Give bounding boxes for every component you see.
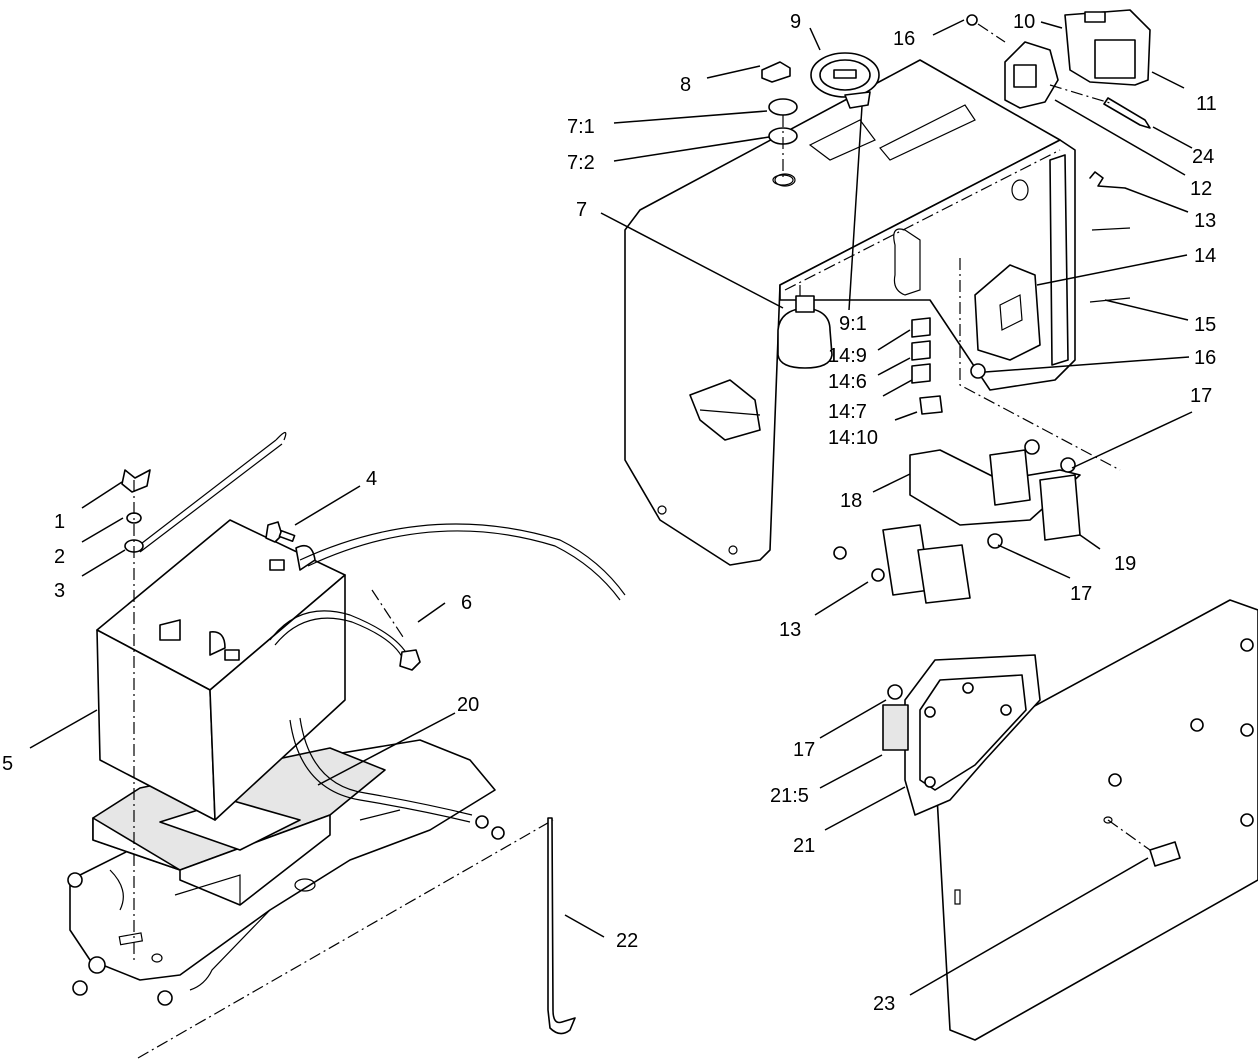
callout-17-middle: 17: [1070, 583, 1092, 605]
callout-8: 8: [680, 74, 691, 96]
battery-cables: [269, 523, 626, 823]
battery-hold-down-rod: [132, 431, 287, 553]
switch-and-bracket-top: [966, 9, 1151, 129]
callout-3: 3: [54, 580, 65, 602]
callout-10: 10: [1013, 11, 1035, 33]
callout-21-5: 21:5: [770, 785, 809, 807]
callout-23: 23: [873, 993, 895, 1015]
controller-module: [882, 654, 1041, 816]
callout-9: 9: [790, 11, 801, 33]
callout-7: 7: [576, 199, 587, 221]
relay-mount-and-fuses: [911, 171, 1131, 415]
ground-rod: [547, 817, 576, 1035]
callout-14-7: 14:7: [828, 401, 867, 423]
callout-21: 21: [793, 835, 815, 857]
callout-15: 15: [1194, 314, 1216, 336]
callout-labels: 1 2 3 4 5 6 7 7:1 7:2 8 9 9:1 10 11 12 1…: [2, 11, 1217, 1015]
callout-1: 1: [54, 511, 65, 533]
relay-bracket-assembly: [833, 439, 1081, 604]
callout-16-right: 16: [1194, 347, 1216, 369]
key-switch-and-cap: [761, 52, 880, 186]
battery-hardware: [121, 469, 421, 671]
side-panel: [934, 599, 1258, 1041]
callout-5: 5: [2, 753, 13, 775]
callout-19: 19: [1114, 553, 1136, 575]
callout-12: 12: [1190, 178, 1212, 200]
callout-2: 2: [54, 546, 65, 568]
callout-14-6: 14:6: [828, 371, 867, 393]
callout-18: 18: [840, 490, 862, 512]
callout-14: 14: [1194, 245, 1216, 267]
centerline-battery: [133, 480, 554, 1059]
callout-14-10: 14:10: [828, 427, 878, 449]
callout-22: 22: [616, 930, 638, 952]
callout-6: 6: [461, 592, 472, 614]
leader-lines: [29, 19, 1193, 996]
callout-17-top: 17: [1190, 385, 1212, 407]
hour-meter: [777, 285, 833, 369]
callout-14-9: 14:9: [828, 345, 867, 367]
callout-7-1: 7:1: [567, 116, 595, 138]
callout-13-bottom: 13: [779, 619, 801, 641]
callout-16-top: 16: [893, 28, 915, 50]
callout-13-top: 13: [1194, 210, 1216, 232]
battery: [96, 519, 346, 821]
callout-20: 20: [457, 694, 479, 716]
callout-24: 24: [1192, 146, 1214, 168]
callout-9-1: 9:1: [839, 313, 867, 335]
callout-17-bottom: 17: [793, 739, 815, 761]
battery-tray: [92, 747, 386, 906]
callout-11: 11: [1196, 93, 1217, 115]
callout-7-2: 7:2: [567, 152, 595, 174]
callout-4: 4: [366, 468, 377, 490]
